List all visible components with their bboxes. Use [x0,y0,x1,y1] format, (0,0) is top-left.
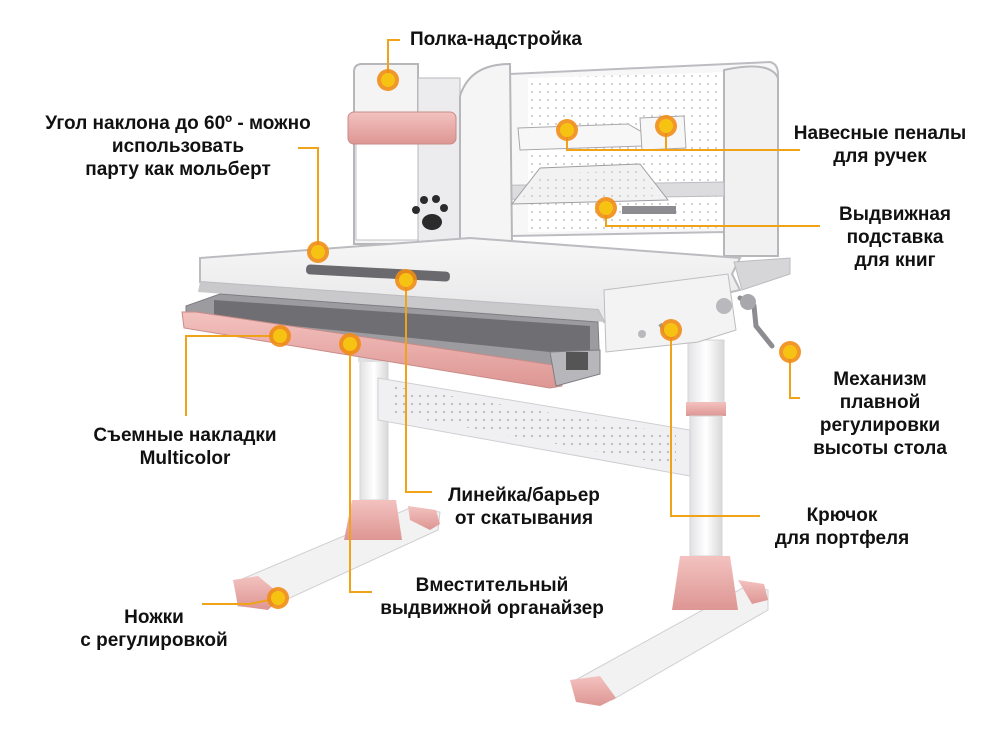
feature-markers [267,69,801,609]
label-line: с регулировкой [80,630,228,651]
label-bag-hook: Крючок для портфеля [762,504,922,550]
label-line: использовать [111,136,245,157]
sun-marker-icon [269,325,291,347]
sun-marker-icon [779,341,801,363]
leader-lines [185,39,820,605]
label-line: плавной [839,392,921,413]
label-line: парту как мольберт [85,159,271,180]
label-line: Ножки [124,607,184,628]
sun-marker-icon [395,269,417,291]
sun-marker-icon [660,319,682,341]
label-tilt: Угол наклона до 60º - можно использовать… [38,112,318,181]
label-line: Крючок [806,505,878,526]
label-line: для ручек [833,146,927,167]
label-line: для портфеля [774,528,910,549]
label-line: высоты стола [813,438,947,459]
label-line: Multicolor [139,448,231,469]
label-line: Съемные накладки [93,425,277,446]
label-book-stand: Выдвижная подставка для книг [820,203,970,272]
sun-marker-icon [595,197,617,219]
label-line: Полка-надстройка [410,29,582,50]
label-height-mechanism: Механизм плавной регулировки высоты стол… [800,368,960,460]
label-line: от скатывания [454,508,594,529]
label-line: регулировки [819,415,941,436]
label-line: для книг [854,250,936,271]
sun-marker-icon [307,241,329,263]
label-pencil-cases: Навесные пеналы для ручек [790,122,970,168]
sun-marker-icon [339,333,361,355]
label-line: Вместительный [415,575,569,596]
label-organizer: Вместительный выдвижной органайзер [366,574,618,620]
label-line: Выдвижная [839,204,951,225]
right-leg [672,339,738,610]
label-line: Угол наклона до 60º - можно [45,113,311,134]
hutch [347,60,779,257]
label-line: выдвижной органайзер [380,598,604,619]
sun-marker-icon [377,69,399,91]
desk-top [198,236,791,353]
sun-marker-icon [655,115,677,137]
label-line: Линейка/барьер [448,485,600,506]
sun-marker-icon [556,119,578,141]
right-foot [570,580,769,706]
label-removable-covers: Съемные накладки Multicolor [70,424,300,470]
label-shelf: Полка-надстройка [410,28,582,51]
label-line: Навесные пеналы [793,123,967,144]
label-feet: Ножки с регулировкой [64,606,244,652]
label-line: подставка [846,227,944,248]
label-line: Механизм [833,369,927,390]
sun-marker-icon [267,587,289,609]
label-ruler-barrier: Линейка/барьер от скатывания [432,484,616,530]
